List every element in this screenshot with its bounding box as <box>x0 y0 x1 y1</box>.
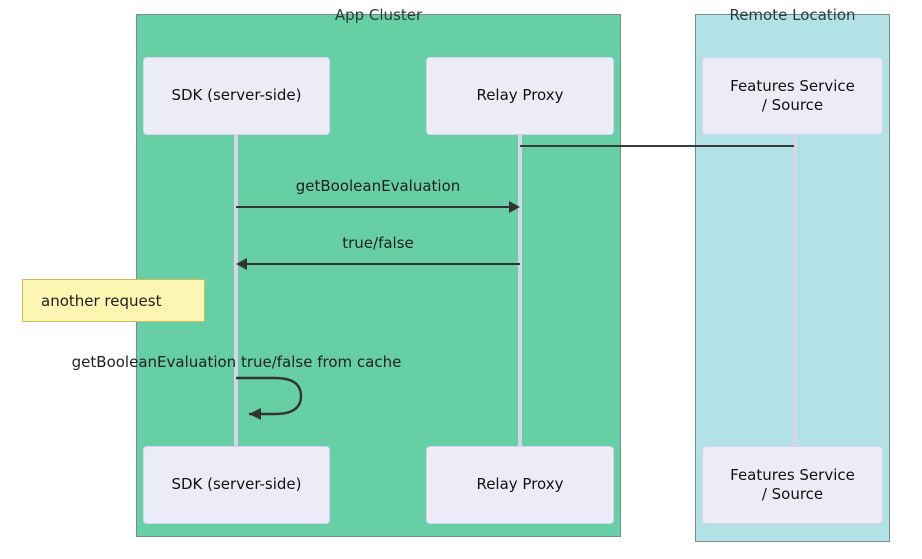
participant-relay-proxy-bottom[interactable]: Relay Proxy <box>426 446 614 524</box>
message-label-self-cache-lookup: getBooleanEvaluation true/false from cac… <box>71 353 402 371</box>
group-app-cluster-title: App Cluster <box>334 6 423 24</box>
arrow-head-right-get-boolean-evaluation <box>509 201 520 213</box>
lifeline-sdk <box>234 134 238 451</box>
participant-sdk-top[interactable]: SDK (server-side) <box>143 57 330 135</box>
participant-relay-proxy-top-label: Relay Proxy <box>476 86 564 105</box>
message-label-true-false: true/false <box>342 234 414 252</box>
message-label-get-boolean-evaluation: getBooleanEvaluation <box>295 177 461 195</box>
participant-features-service-top-label: Features Service / Source <box>730 77 855 116</box>
lifeline-features-service <box>793 134 797 451</box>
arrow-head-left-true-false <box>236 258 247 270</box>
participant-sdk-top-label: SDK (server-side) <box>171 86 302 105</box>
participant-relay-proxy-top[interactable]: Relay Proxy <box>426 57 614 135</box>
lifeline-relay-proxy <box>518 134 522 451</box>
features-service-bottom-line2: / Source <box>761 485 824 503</box>
connector-relay-proxy-to-features-service <box>520 145 794 147</box>
note-another-request-text: another request <box>41 291 162 310</box>
features-service-bottom-line1: Features Service <box>730 465 855 484</box>
message-line-true-false <box>247 263 520 265</box>
message-line-get-boolean-evaluation <box>236 206 510 208</box>
features-service-top-line1: Features Service <box>730 76 855 95</box>
participant-features-service-bottom[interactable]: Features Service / Source <box>702 446 883 524</box>
participant-features-service-top[interactable]: Features Service / Source <box>702 57 883 135</box>
group-remote-location-title: Remote Location <box>729 6 856 24</box>
self-loop-arrow-sdk <box>236 376 303 420</box>
participant-sdk-bottom[interactable]: SDK (server-side) <box>143 446 330 524</box>
features-service-top-line2: / Source <box>761 96 824 114</box>
participant-sdk-bottom-label: SDK (server-side) <box>171 475 302 494</box>
note-another-request[interactable]: another request <box>22 279 205 322</box>
participant-relay-proxy-bottom-label: Relay Proxy <box>476 475 564 494</box>
participant-features-service-bottom-label: Features Service / Source <box>730 466 855 505</box>
